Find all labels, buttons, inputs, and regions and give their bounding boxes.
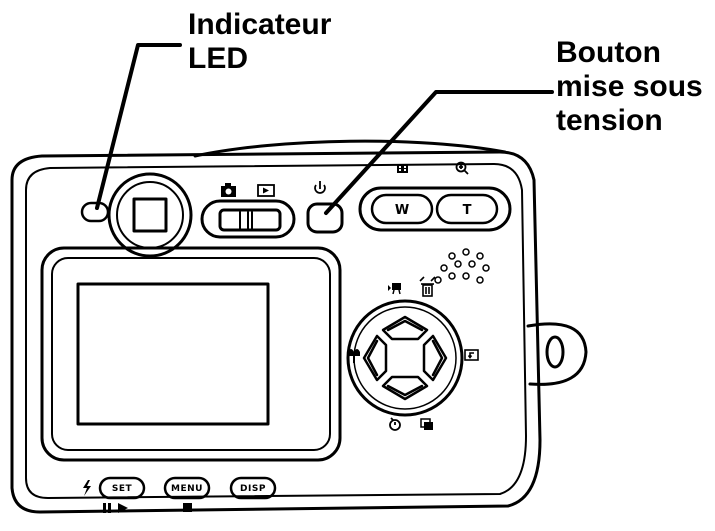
zoom-tele-button xyxy=(435,193,499,225)
callout-line: tension xyxy=(556,104,663,137)
mode-switch-track xyxy=(218,208,282,232)
power-icon xyxy=(314,181,326,194)
dpad-up xyxy=(381,315,429,341)
dpad-arrows xyxy=(362,315,448,401)
power-button-callout: Bouton mise sous tension xyxy=(556,36,703,138)
disp-button-shape xyxy=(229,476,277,500)
camera-body-inner xyxy=(25,163,527,499)
zoom-wide-label: W xyxy=(395,203,409,218)
lcd-screen xyxy=(76,282,270,426)
menu-button-label: MENU xyxy=(171,484,203,494)
callout-line: Indicateur xyxy=(188,8,332,41)
zoom-tele-label: T xyxy=(463,203,472,218)
strap-hole xyxy=(545,335,565,369)
zoom-icon xyxy=(455,161,469,175)
burst-icon xyxy=(420,418,433,430)
set-button-shape xyxy=(98,476,146,500)
led-indicator-callout: Indicateur LED xyxy=(188,8,331,76)
viewfinder-window xyxy=(132,197,168,233)
viewfinder-ring-inner xyxy=(116,181,184,249)
led-leader-line xyxy=(95,43,182,210)
camera-top-hump xyxy=(193,139,507,158)
return-icon xyxy=(464,349,479,361)
delete-icon xyxy=(419,276,436,297)
flash-icon xyxy=(83,480,91,496)
camera-icon xyxy=(221,183,236,197)
camera-body-outer xyxy=(10,150,542,514)
zoom-housing xyxy=(358,186,512,232)
menu-button-shape xyxy=(163,476,211,500)
zoom-wide-button xyxy=(370,193,434,225)
dpad-right xyxy=(422,334,448,382)
callout-line: LED xyxy=(188,42,248,75)
mode-switch-housing xyxy=(200,199,296,239)
power-leader-line xyxy=(324,90,554,215)
lcd-bezel-outer xyxy=(40,246,342,462)
callout-line: mise sous xyxy=(556,70,703,103)
led-indicator xyxy=(80,201,110,223)
speaker-grille xyxy=(434,248,490,284)
lcd-bezel-inner xyxy=(51,257,331,451)
pause-play-icon xyxy=(103,503,128,513)
thumbnail-icon xyxy=(397,164,408,173)
set-button-label: SET xyxy=(112,484,133,494)
power-button xyxy=(306,202,344,234)
stop-icon xyxy=(183,503,192,512)
macro-icon xyxy=(348,349,360,363)
self-timer-icon xyxy=(389,417,401,431)
callout-line: Bouton xyxy=(556,36,661,69)
dpad-ring-outer xyxy=(346,299,464,417)
play-icon xyxy=(257,184,275,197)
dpad-down xyxy=(381,375,429,401)
slideshow-icon xyxy=(388,283,401,295)
viewfinder-ring-outer xyxy=(107,172,193,258)
strap-lug xyxy=(526,322,588,386)
disp-button-label: DISP xyxy=(240,484,266,494)
dpad-left xyxy=(362,334,388,382)
